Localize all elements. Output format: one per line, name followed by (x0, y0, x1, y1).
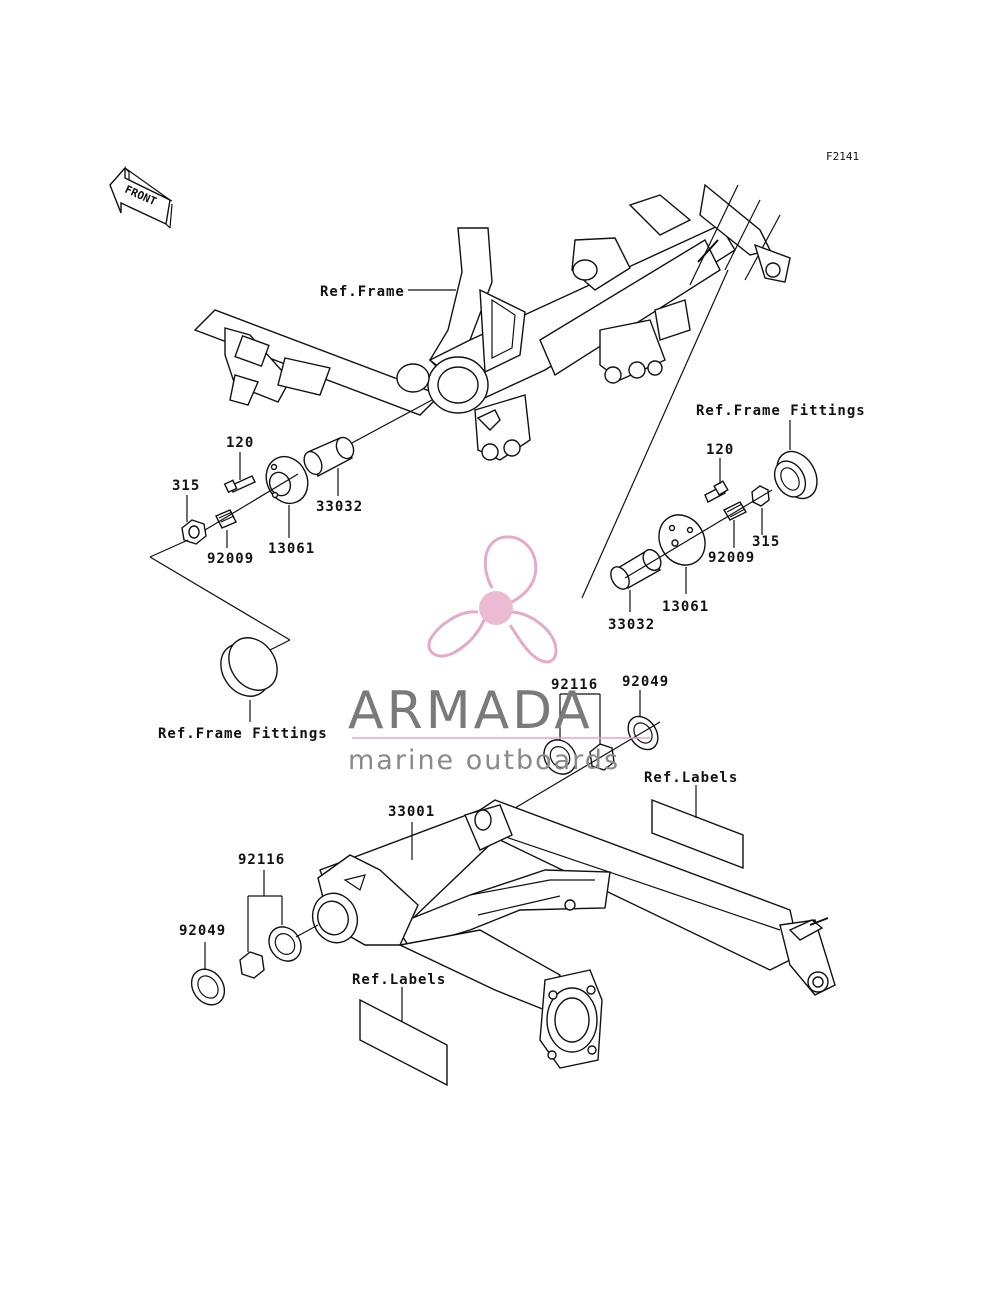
front-arrow-icon: FRONT (109, 166, 173, 229)
part-92116-left: 92116 (238, 852, 285, 868)
ref-labels-bottom (359, 987, 448, 1087)
propeller-blade-top (483, 535, 538, 607)
part-92009-left: 92009 (207, 551, 254, 567)
part-13061-left: 13061 (268, 541, 315, 557)
part-33032-left: 33032 (316, 499, 363, 515)
armada-logo-icon (427, 535, 558, 664)
figure-code: F2141 (826, 150, 859, 163)
part-120-left: 120 (226, 435, 254, 451)
part-92049-top: 92049 (622, 674, 669, 690)
part-92116-top: 92116 (551, 677, 598, 693)
propeller-hub (479, 591, 513, 625)
propeller-blade-right (508, 610, 558, 664)
part-33001: 33001 (388, 804, 435, 820)
part-92049-left: 92049 (179, 923, 226, 939)
ref-labels-right-label: Ref.Labels (644, 770, 738, 786)
watermark-brand: ARMADA (348, 681, 593, 741)
frame-illustration (193, 183, 791, 461)
part-13061-right: 13061 (662, 599, 709, 615)
ref-frame-fittings-right-label: Ref.Frame Fittings (696, 403, 866, 419)
left-frame-fittings-cap (149, 539, 291, 722)
part-315-right: 315 (752, 534, 780, 550)
propeller-blade-left (427, 610, 487, 658)
part-92009-right: 92009 (708, 550, 755, 566)
swingarm-illustration (311, 799, 836, 1069)
pivot-leader-left (349, 399, 433, 445)
ref-frame-label: Ref.Frame (320, 284, 405, 300)
part-33032-right: 33032 (608, 617, 655, 633)
part-315-left: 315 (172, 478, 200, 494)
ref-labels-bottom-label: Ref.Labels (352, 972, 446, 988)
left-pivot-parts (181, 436, 355, 548)
ref-labels-right (651, 785, 744, 870)
watermark-tagline: marine outboards (348, 745, 620, 776)
part-120-right: 120 (706, 442, 734, 458)
pivot-leader-right (581, 269, 729, 599)
swingarm-left-pivot-parts (190, 870, 319, 1006)
right-pivot-parts (610, 420, 818, 612)
swingarm-right-pivot-parts (514, 690, 661, 809)
ref-frame-fittings-left-label: Ref.Frame Fittings (158, 726, 328, 742)
